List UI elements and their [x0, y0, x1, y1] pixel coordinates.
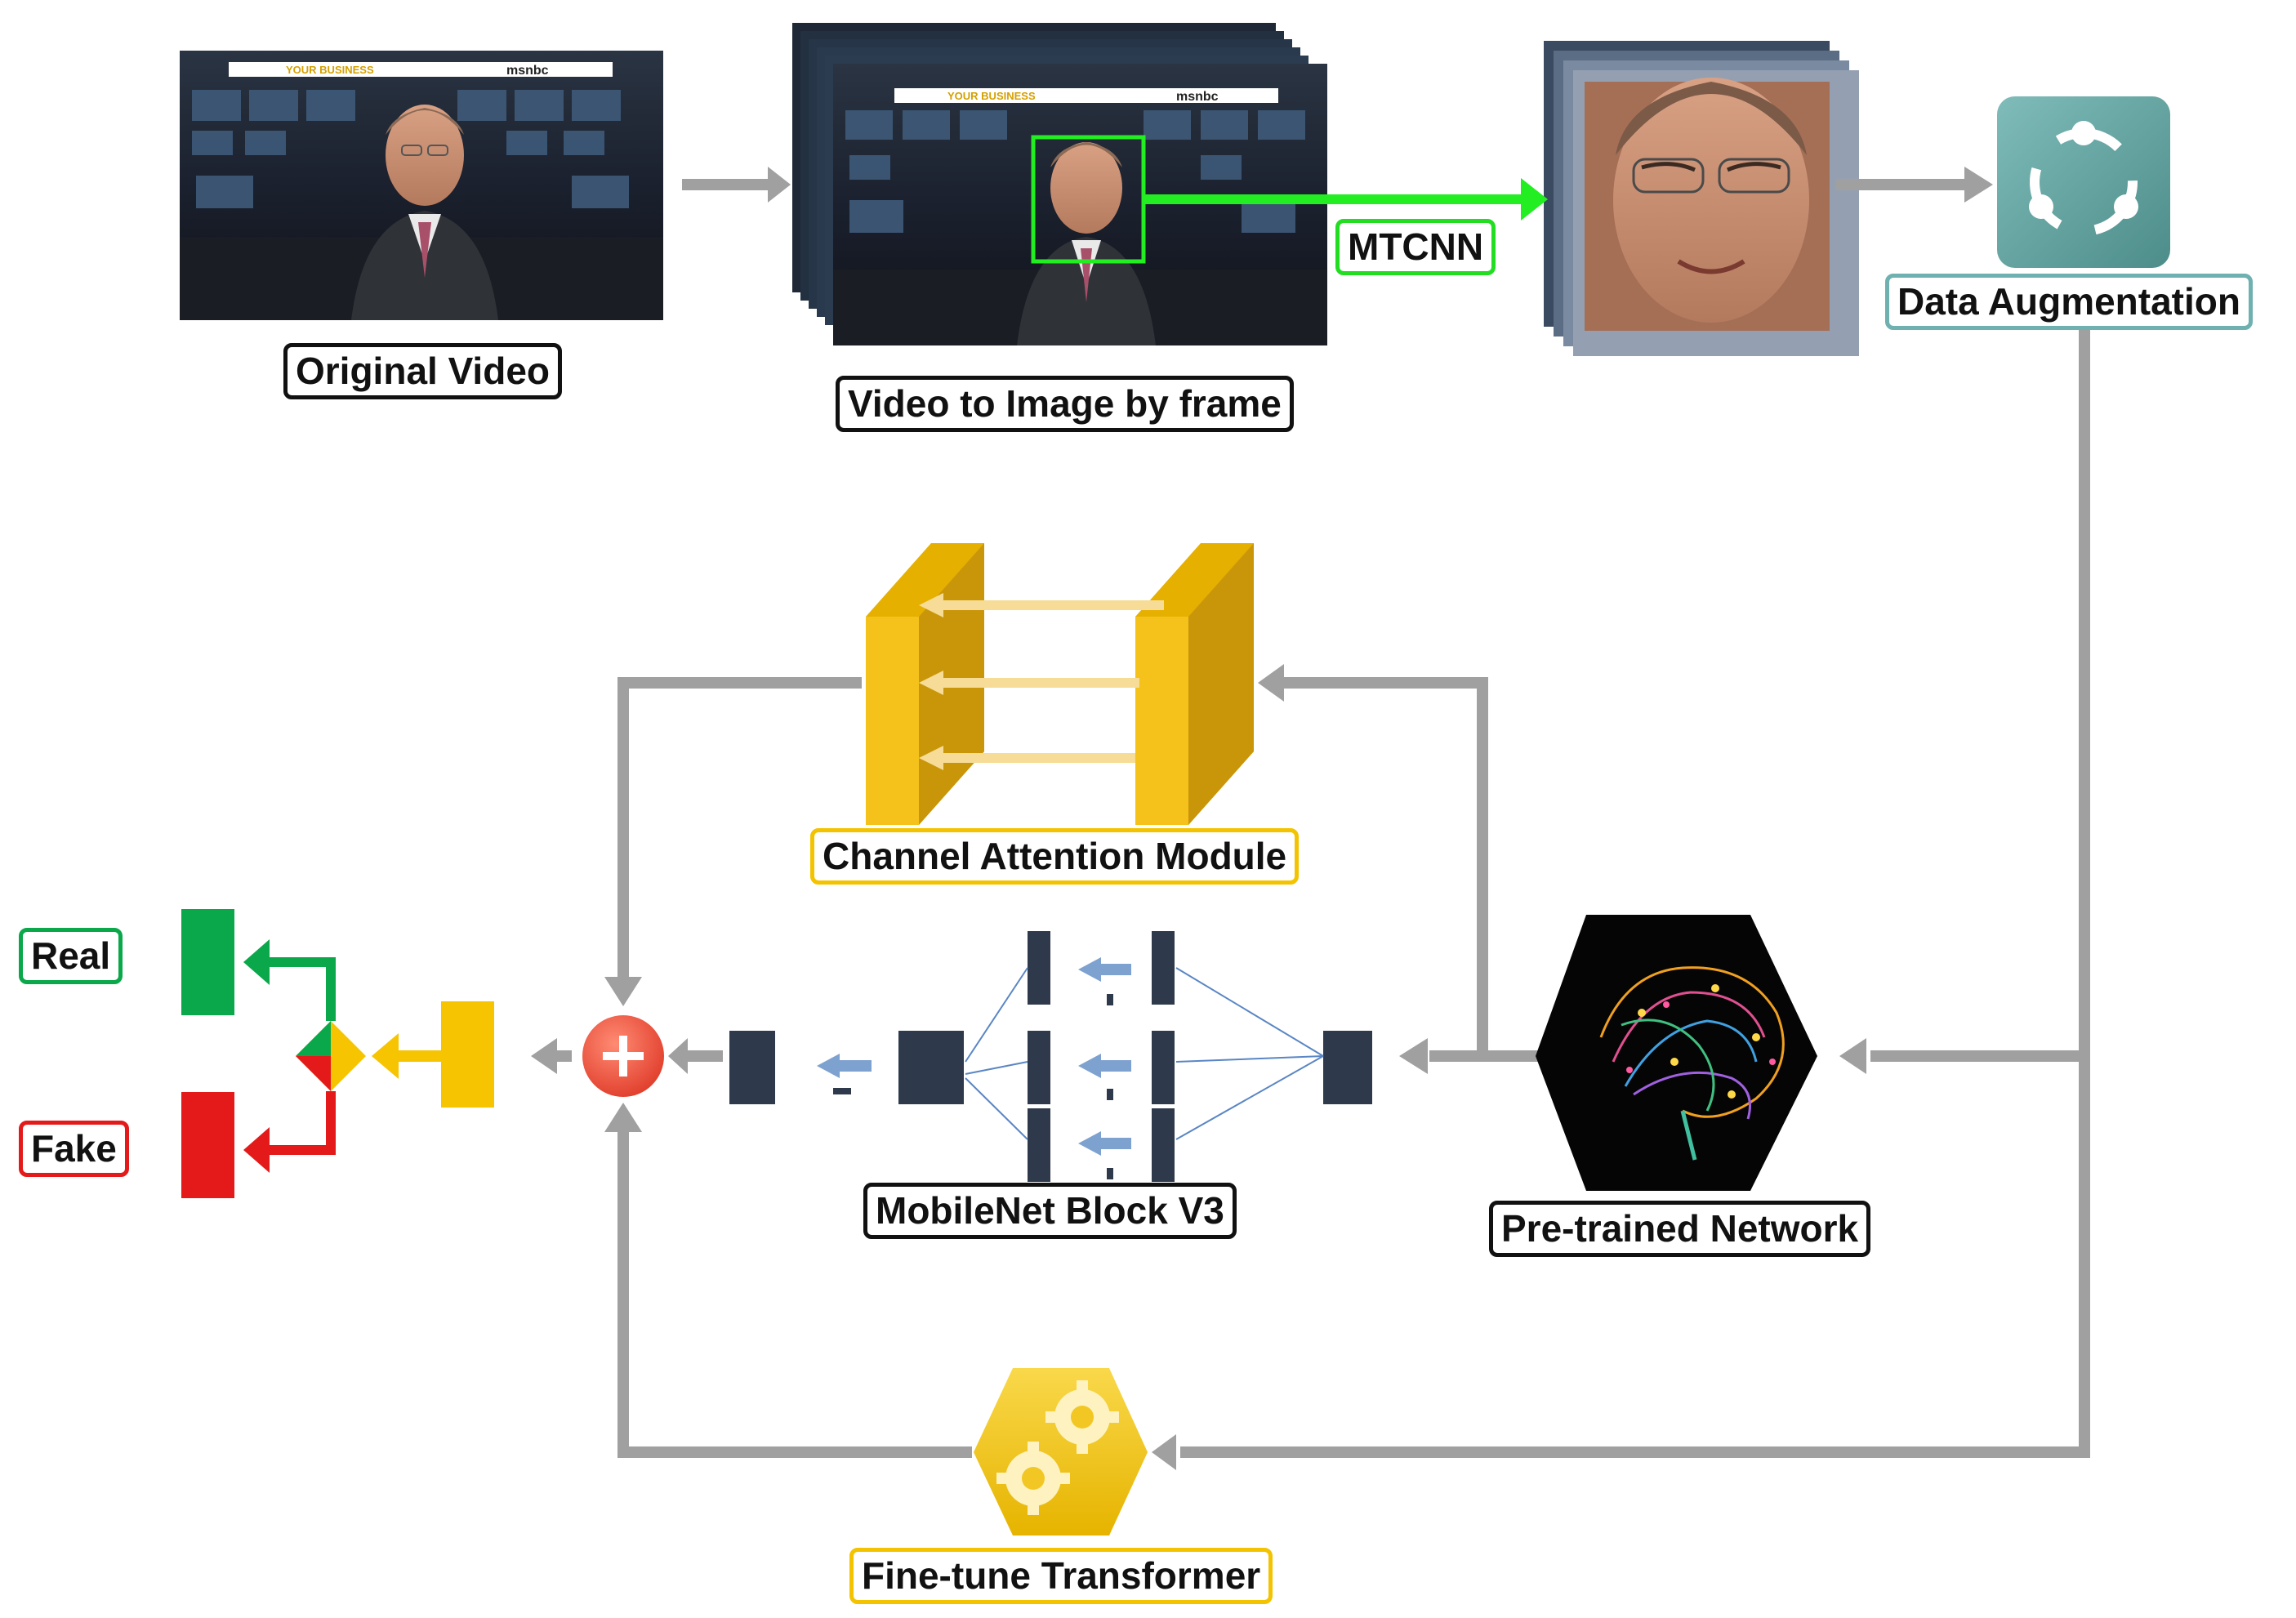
gears-icon	[974, 1368, 1148, 1536]
data-augmentation-label: Data Augmentation	[1885, 274, 2253, 330]
mobilenet-label: MobileNet Block V3	[863, 1183, 1237, 1239]
channel-attention-module	[866, 543, 1254, 825]
frame-stack: YOUR BUSINESS msnbc	[792, 23, 1327, 345]
mobilenet-block	[729, 931, 1372, 1182]
recycle-icon	[1997, 96, 2170, 268]
pretrained-network-label: Pre-trained Network	[1489, 1201, 1871, 1257]
original-video-label: Original Video	[283, 343, 562, 399]
finetune-transformer-label: Fine-tune Transformer	[849, 1548, 1273, 1604]
brain-network-icon	[1536, 915, 1817, 1191]
mtcnn-label: MTCNN	[1335, 219, 1496, 275]
top-flow-arrows	[682, 167, 1993, 203]
mtcnn-arrow	[1144, 178, 1548, 221]
network-logo: msnbc	[506, 64, 549, 78]
connector-arrowheads	[531, 664, 1866, 1470]
show-name: YOUR BUSINESS	[286, 64, 374, 76]
fake-bar	[181, 1092, 234, 1198]
plus-icon	[582, 1015, 664, 1097]
fake-label: Fake	[19, 1121, 129, 1177]
real-label: Real	[19, 928, 123, 984]
stack-show-name: YOUR BUSINESS	[947, 90, 1036, 102]
connector-lines	[555, 327, 2090, 1458]
classifier-output	[181, 909, 494, 1198]
cropped-face-stack	[1544, 41, 1859, 356]
original-video-frame: YOUR BUSINESS msnbc	[180, 51, 663, 320]
channel-attention-label: Channel Attention Module	[810, 828, 1300, 885]
stack-network-logo: msnbc	[1176, 90, 1219, 104]
real-bar	[181, 909, 234, 1015]
video-to-image-label: Video to Image by frame	[836, 376, 1294, 432]
